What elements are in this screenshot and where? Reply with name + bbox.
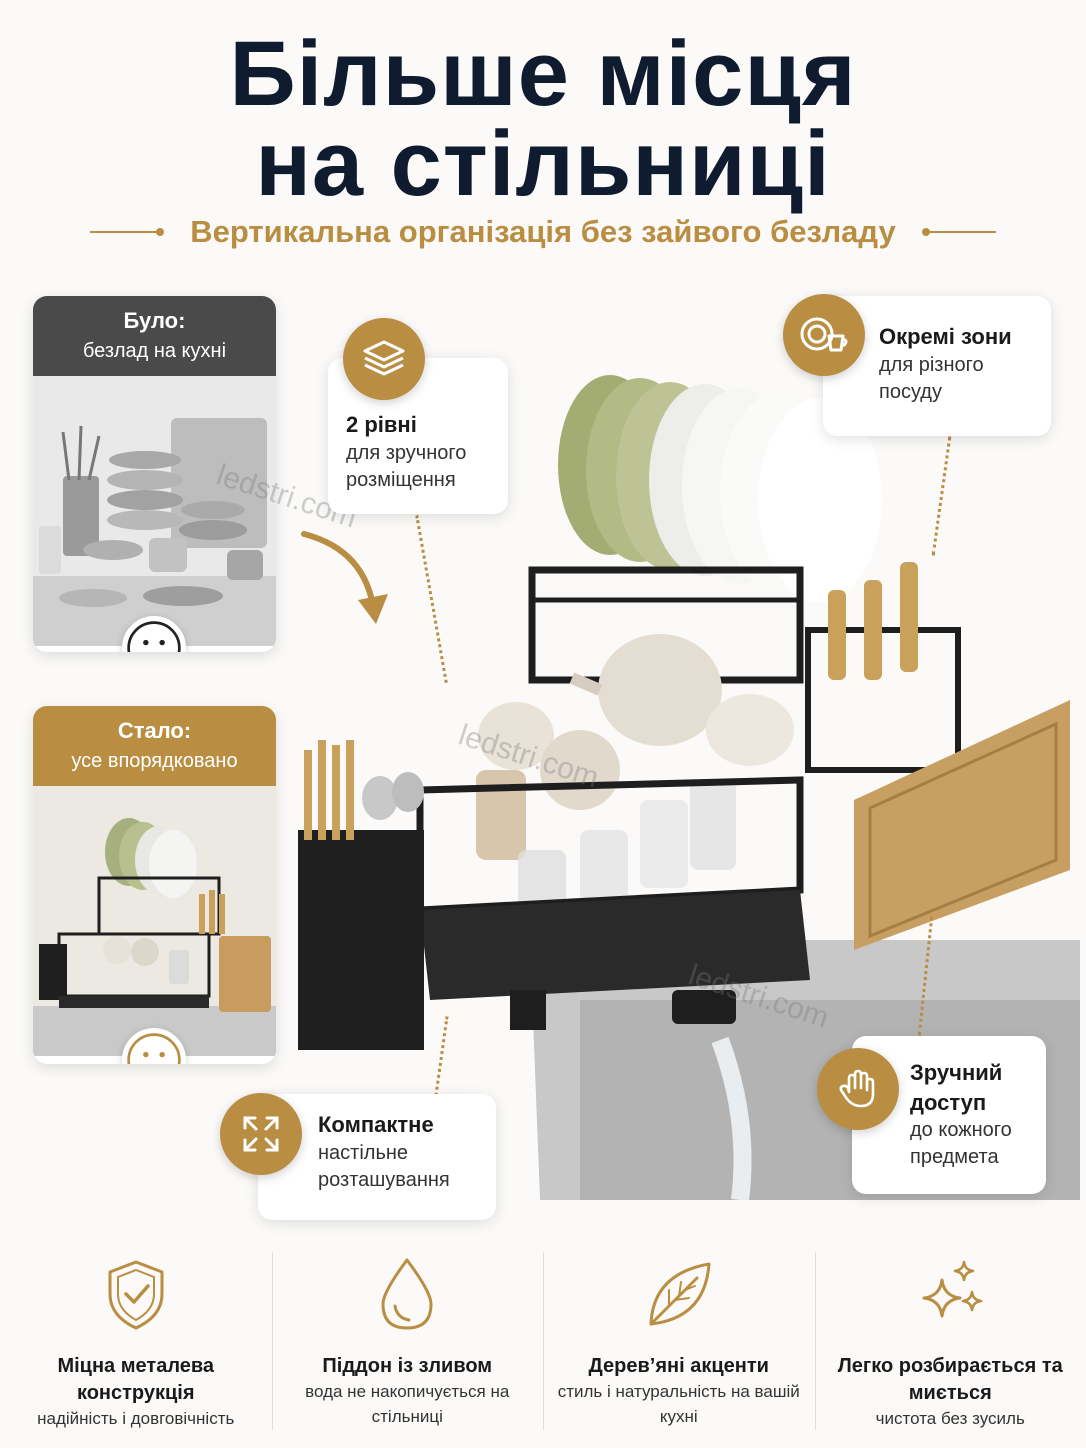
subheadline-rule-right [921,228,996,236]
water-drop-icon [381,1258,433,1330]
callout-levels-title: 2 рівні [346,412,417,437]
headline-line-2: на стільниці [255,113,831,215]
curved-arrow-icon [301,531,388,624]
expand-arrows-icon [220,1093,302,1175]
subheadline: Вертикальна організація без зайвого безл… [0,212,1086,252]
after-subtitle: усе впорядковано [71,750,238,772]
benefit-item: Міцна металева конструкція надійність і … [0,1240,272,1448]
callout-access-text: до кожного предмета [910,1119,1012,1169]
shield-check-icon [108,1260,164,1330]
before-header: Було: безлад на кухні [33,296,276,376]
callout-levels: 2 рівні для зручного розміщення [328,358,508,514]
subheadline-rule-left [90,228,165,236]
benefit-text: чистота без зусиль [875,1409,1025,1428]
callout-zones-text: для різного посуду [879,353,984,403]
benefit-title: Піддон із зливом [322,1355,493,1377]
benefit-item: Дерев’яні акценти стиль і натуральність … [543,1240,815,1448]
sparkles-icon [922,1260,983,1318]
headline-line-1: Більше місця [229,23,857,125]
callout-levels-text: для зручного розміщення [346,441,467,491]
callout-compact-title: Компактне [318,1112,434,1137]
benefit-title: Міцна металева конструкція [57,1355,215,1404]
leaf-icon [649,1262,711,1326]
benefit-item: Піддон із зливом вода не накопичується н… [271,1240,544,1448]
before-subtitle: безлад на кухні [82,340,227,362]
organized-kitchen-photo [33,786,276,1056]
after-header: Стало: усе впорядковано [33,706,276,786]
benefit-title: Дерев’яні акценти [588,1355,769,1377]
benefit-title: Легко розбирається та миється [837,1355,1063,1404]
subheadline-text: Вертикальна організація без зайвого безл… [190,214,896,249]
callout-compact-text: настільне розташування [318,1141,450,1191]
hand-icon [817,1048,899,1130]
messy-kitchen-photo [33,376,276,646]
benefit-item: Легко розбирається та миється чистота бе… [814,1240,1086,1448]
after-title: Стало: [117,718,192,743]
plates-cup-icon [783,294,865,376]
benefit-text: вода не накопичується на стільниці [305,1382,510,1426]
benefit-text: стиль і натуральність на вашій кухні [557,1382,800,1426]
benefit-text: надійність і довговічність [37,1409,235,1428]
after-card: Стало: усе впорядковано [33,706,276,1064]
benefits-row: Міцна металева конструкція надійність і … [0,1240,1086,1448]
before-title: Було: [123,308,186,333]
callout-access-title: Зручний доступ [910,1060,1003,1115]
callout-zones-title: Окремі зони [879,324,1012,349]
layers-icon [343,318,425,400]
before-card: Було: безлад на кухні [33,296,276,652]
